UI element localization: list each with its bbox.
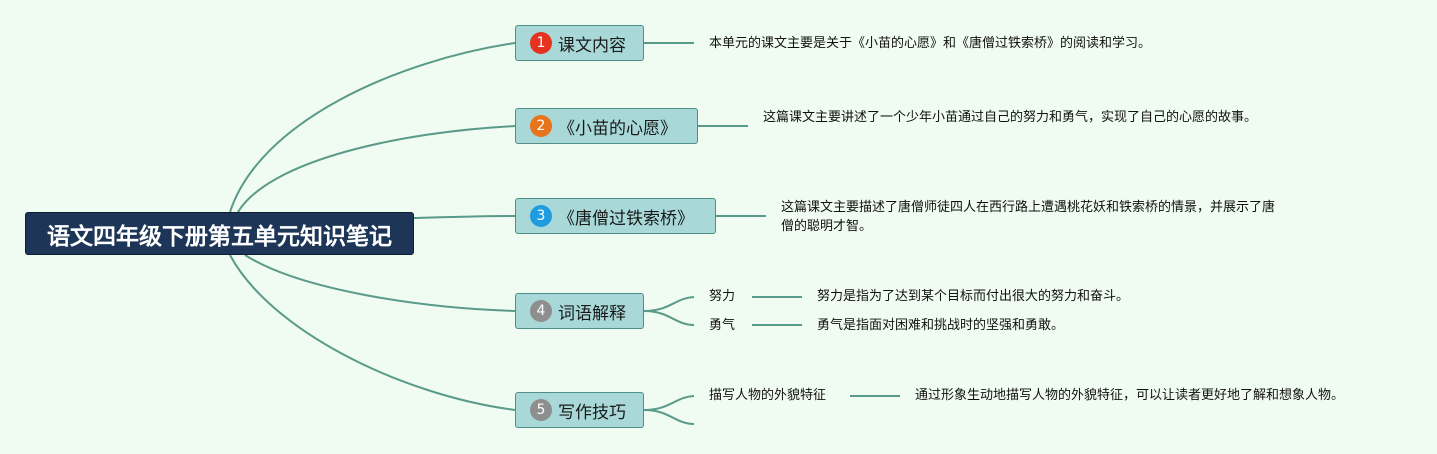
topic-label: 课文内容 <box>558 35 626 56</box>
topic-label: 《小苗的心愿》 <box>558 118 677 139</box>
connector-root-topic-3 <box>413 215 516 219</box>
term-effort[interactable]: 努力 <box>709 289 735 305</box>
note-course-content[interactable]: 本单元的课文主要是关于《小苗的心愿》和《唐僧过铁索桥》的阅读和学习。 <box>709 34 1229 53</box>
note-text: 本单元的课文主要是关于《小苗的心愿》和《唐僧过铁索桥》的阅读和学习。 <box>709 36 1152 51</box>
desc-text: 勇气是指面对困难和挑战时的坚强和勇敢。 <box>817 318 1065 333</box>
note-text: 这篇课文主要讲述了一个少年小苗通过自己的努力和勇气，实现了自己的心愿的故事。 <box>763 110 1258 125</box>
number-badge-5: 5 <box>530 399 552 421</box>
term-courage[interactable]: 勇气 <box>709 318 735 334</box>
root-title: 语文四年级下册第五单元知识笔记 <box>47 223 392 250</box>
connector-topic-5-item-1 <box>643 395 695 411</box>
topic-label: 《唐僧过铁索桥》 <box>558 208 694 229</box>
term-label: 勇气 <box>709 318 736 333</box>
connector-topic-4-item-1 <box>643 296 695 312</box>
desc-describe-appearance[interactable]: 通过形象生动地描写人物的外貌特征，可以让读者更好地了解和想象人物。 <box>915 388 1344 404</box>
topic-tangseng-bridge[interactable]: 3 《唐僧过铁索桥》 <box>515 198 716 234</box>
connector-root-topic-5 <box>229 254 516 411</box>
topic-word-explanation[interactable]: 4 词语解释 <box>515 293 644 329</box>
term-label: 努力 <box>709 289 736 304</box>
number-badge-4: 4 <box>530 300 552 322</box>
connector-root-topic-2 <box>237 125 516 213</box>
connector-root-topic-1 <box>229 42 516 213</box>
connector-topic-5-item-2 <box>643 409 695 425</box>
term-describe-appearance[interactable]: 描写人物的外貌特征 <box>709 388 826 404</box>
desc-courage[interactable]: 勇气是指面对困难和挑战时的坚强和勇敢。 <box>817 318 1064 334</box>
note-text: 这篇课文主要描述了唐僧师徒四人在西行路上遭遇桃花妖和铁索桥的情景，并展示了唐僧的… <box>781 200 1276 234</box>
desc-text: 通过形象生动地描写人物的外貌特征，可以让读者更好地了解和想象人物。 <box>915 388 1345 403</box>
root-topic[interactable]: 语文四年级下册第五单元知识笔记 <box>25 212 414 255</box>
number-badge-1: 1 <box>530 32 552 54</box>
topic-course-content[interactable]: 1 课文内容 <box>515 25 644 61</box>
number-badge-2: 2 <box>530 115 552 137</box>
desc-effort[interactable]: 努力是指为了达到某个目标而付出很大的努力和奋斗。 <box>817 289 1129 305</box>
connector-root-topic-4 <box>244 254 516 312</box>
topic-label: 词语解释 <box>558 303 626 324</box>
note-xiaomiao-wish[interactable]: 这篇课文主要讲述了一个少年小苗通过自己的努力和勇气，实现了自己的心愿的故事。 <box>763 108 1258 127</box>
desc-text: 努力是指为了达到某个目标而付出很大的努力和奋斗。 <box>817 289 1130 304</box>
topic-label: 写作技巧 <box>558 402 626 423</box>
number-badge-3: 3 <box>530 205 552 227</box>
topic-xiaomiao-wish[interactable]: 2 《小苗的心愿》 <box>515 108 698 144</box>
note-tangseng-bridge[interactable]: 这篇课文主要描述了唐僧师徒四人在西行路上遭遇桃花妖和铁索桥的情景，并展示了唐僧的… <box>781 198 1276 236</box>
connector-topic-4-item-2 <box>643 310 695 326</box>
topic-writing-skills[interactable]: 5 写作技巧 <box>515 392 644 428</box>
term-label: 描写人物的外貌特征 <box>709 388 827 403</box>
